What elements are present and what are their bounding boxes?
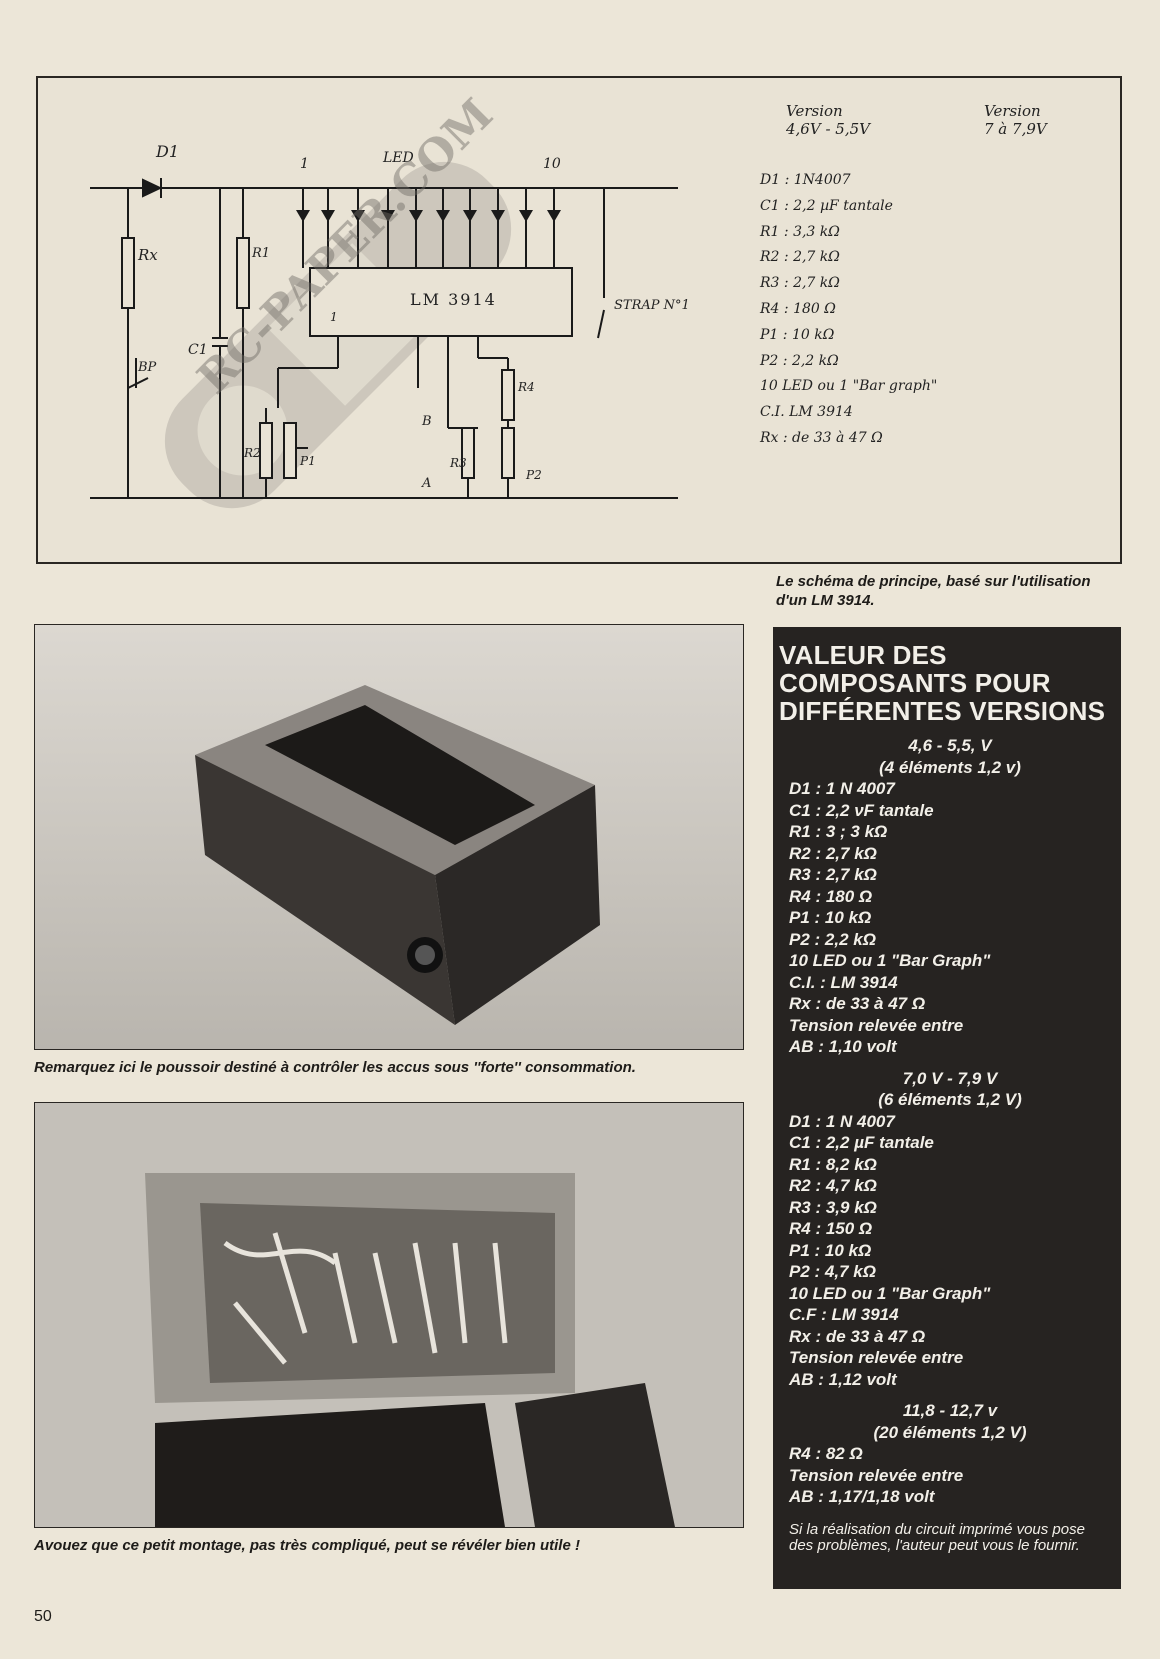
- v1-line: R3 : 2,7 kΩ: [789, 865, 877, 884]
- photo-circuit-board: [34, 1102, 744, 1528]
- v2-line: Tension relevée entre: [789, 1348, 964, 1367]
- version-1-heading: 4,6 - 5,5, V: [908, 736, 992, 755]
- label-led-10: 10: [543, 156, 561, 172]
- v1-line: Tension relevée entre: [789, 1015, 964, 1035]
- v2-line: C.F : LM 3914: [789, 1305, 899, 1324]
- v1-line: R1 : 3 ; 3 kΩ: [789, 822, 888, 841]
- v1-line: AB : 1,10 volt: [789, 1037, 897, 1056]
- label-p1: P1: [300, 454, 316, 468]
- label-c1: C1: [188, 342, 208, 358]
- v2-line: Rx : de 33 à 47 Ω: [789, 1326, 926, 1346]
- label-led-1: 1: [300, 156, 309, 172]
- version-2-subheading: (6 éléments 1,2 V): [878, 1090, 1022, 1109]
- version-3-heading: 11,8 - 12,7 v: [902, 1401, 998, 1420]
- version-2-block: 7,0 V - 7,9 V (6 éléments 1,2 V) D1 : 1 …: [779, 1068, 1111, 1391]
- label-led: LED: [383, 150, 414, 166]
- component-values-sidebar: VALEUR DES COMPOSANTS POUR DIFFÉRENTES V…: [773, 627, 1121, 1589]
- version-header-1: Version 4,6V - 5,5V: [786, 102, 870, 138]
- label-p2: P2: [526, 468, 542, 482]
- version-3-block: 11,8 - 12,7 v (20 éléments 1,2 V) R4 : 8…: [779, 1400, 1111, 1508]
- sidebar-title: VALEUR DES COMPOSANTS POUR DIFFÉRENTES V…: [779, 640, 1106, 726]
- page-number: 50: [34, 1608, 52, 1625]
- v3-line: Tension relevée entre: [789, 1465, 964, 1485]
- led-array: [296, 210, 561, 222]
- v2-line: R3 : 3,9 kΩ: [789, 1197, 877, 1217]
- v2-line: C1 : 2,2 µF tantale: [789, 1133, 934, 1152]
- label-r1: R1: [252, 246, 271, 261]
- label-r3: R3: [450, 456, 467, 470]
- version-1-subheading: (4 éléments 1,2 v): [879, 757, 1021, 777]
- v2-line: 10 LED ou 1 "Bar Graph": [789, 1283, 991, 1303]
- v1-line: R2 : 2,7 kΩ: [789, 843, 877, 863]
- v1-line: Rx : de 33 à 47 Ω: [789, 994, 926, 1013]
- label-strap: STRAP N°1: [614, 298, 690, 313]
- v1-line: C.I. : LM 3914: [789, 972, 898, 992]
- label-r4: R4: [518, 380, 535, 394]
- label-a: A: [422, 476, 432, 491]
- label-d1: D1: [156, 142, 180, 161]
- v3-line: R4 : 82 Ω: [789, 1444, 863, 1463]
- version-1-block: 4,6 - 5,5, V (4 éléments 1,2 v) D1 : 1 N…: [779, 735, 1111, 1058]
- photo1-caption: Remarquez ici le poussoir destiné à cont…: [34, 1059, 636, 1076]
- v1-line: C1 : 2,2 νF tantale: [789, 800, 934, 820]
- v2-line: D1 : 1 N 4007: [789, 1111, 895, 1131]
- version-2-heading: 7,0 V - 7,9 V: [902, 1068, 998, 1088]
- v2-line: P1 : 10 kΩ: [789, 1240, 872, 1260]
- v2-line: R2 : 4,7 kΩ: [789, 1176, 877, 1195]
- v1-line: D1 : 1 N 4007: [789, 779, 895, 798]
- schematic-caption: Le schéma de principe, basé sur l'utilis…: [776, 573, 1091, 609]
- photo-enclosure: [34, 624, 744, 1050]
- schematic-figure: D1 LED 1 10 Rx R1 C1 BP LM 3914 1 STRAP …: [36, 76, 1122, 564]
- photo2-caption: Avouez que ce petit montage, pas très co…: [34, 1537, 580, 1554]
- v2-line: AB : 1,12 volt: [789, 1369, 897, 1389]
- chip-label: LM 3914: [410, 290, 497, 309]
- v1-line: R4 : 180 Ω: [789, 886, 873, 906]
- label-pin1: 1: [330, 310, 338, 324]
- v2-line: R4 : 150 Ω: [789, 1219, 873, 1238]
- v3-line: AB : 1,17/1,18 volt: [789, 1487, 935, 1506]
- v1-line: P1 : 10 kΩ: [789, 908, 872, 927]
- label-b: B: [422, 414, 432, 429]
- label-rx: Rx: [138, 246, 158, 264]
- circuit-diagram: [90, 161, 678, 509]
- v1-line: 10 LED ou 1 "Bar Graph": [789, 951, 991, 970]
- sidebar-note: Si la réalisation du circuit imprimé vou…: [789, 1520, 1085, 1554]
- version-header-2: Version 7 à 7,9V: [984, 102, 1047, 138]
- version-3-subheading: (20 éléments 1,2 V): [873, 1422, 1027, 1442]
- handwritten-values: D1 : 1N4007 C1 : 2,2 µF tantale R1 : 3,3…: [760, 172, 938, 446]
- v2-line: P2 : 4,7 kΩ: [789, 1262, 876, 1281]
- label-bp: BP: [138, 360, 157, 375]
- v2-line: R1 : 8,2 kΩ: [789, 1154, 877, 1174]
- v1-line: P2 : 2,2 kΩ: [789, 929, 876, 949]
- label-r2: R2: [244, 446, 261, 460]
